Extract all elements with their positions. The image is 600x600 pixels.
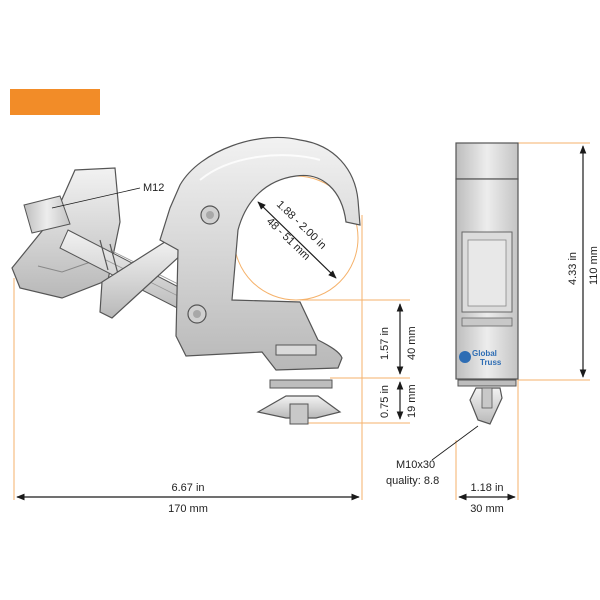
badge-background <box>10 89 100 115</box>
clamp-side-view: Global Truss M10x30 quality: 8.8 4.33 in… <box>386 142 600 515</box>
logo-text-top: Global <box>472 349 497 358</box>
side-top-band <box>455 142 519 180</box>
base-height-in: 0.75 in <box>379 385 391 418</box>
tube-diameter-arrow <box>257 201 337 279</box>
bolt-spec: M10x30 <box>396 459 435 471</box>
handle-knob <box>11 167 121 299</box>
brand-logo: Global Truss <box>459 349 502 367</box>
total-width-in: 6.67 in <box>171 482 204 494</box>
total-width-mm: 170 mm <box>168 503 208 515</box>
side-width-mm: 30 mm <box>470 503 504 515</box>
thread-label-m12: M12 <box>143 182 164 194</box>
bolt-quality: quality: 8.8 <box>386 475 439 487</box>
jaw-height-in: 1.57 in <box>379 327 391 360</box>
clamp-body <box>159 136 361 371</box>
jaw-height-mm: 40 mm <box>406 326 418 360</box>
logo-text-bottom: Truss <box>480 358 502 367</box>
base-height-mm: 19 mm <box>406 384 418 418</box>
side-width-in: 1.18 in <box>470 482 503 494</box>
wing-nut-assembly <box>256 379 342 425</box>
height-in: 4.33 in <box>567 252 579 285</box>
clamp-front-view: M12 1.88 - 2.00 in 48 - 51 mm 1.57 in 40… <box>11 136 418 515</box>
height-mm: 110 mm <box>588 246 600 285</box>
